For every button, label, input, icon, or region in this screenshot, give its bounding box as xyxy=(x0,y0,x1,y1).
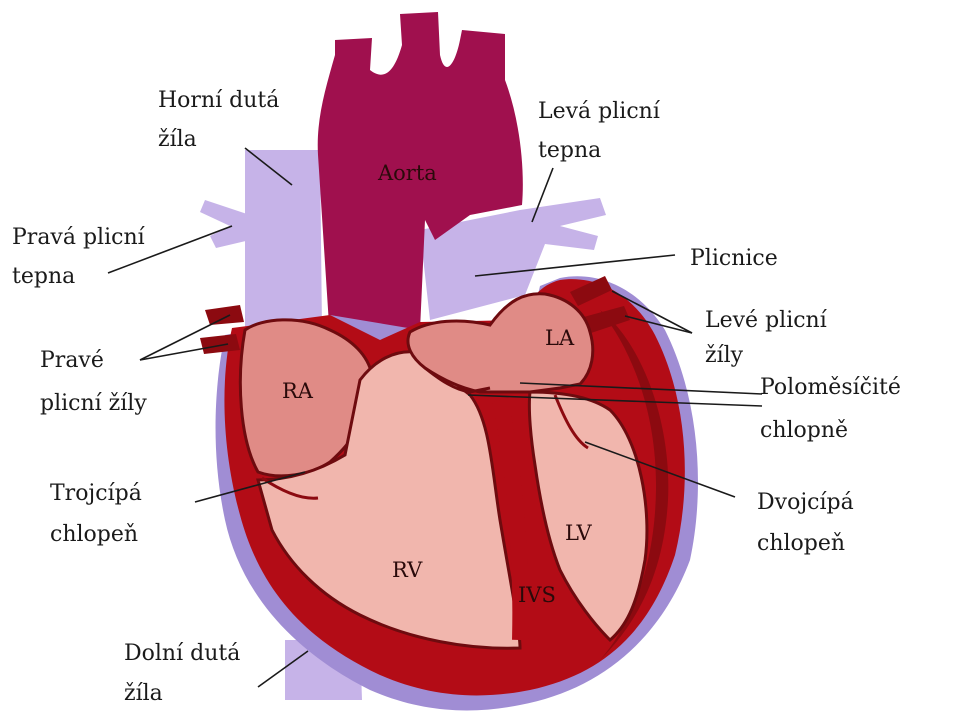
lv-label: LV xyxy=(565,521,592,545)
label-leve-plicni-zily-1: Levé plicní xyxy=(705,308,828,333)
label-dvojcipa-2: chlopeň xyxy=(757,531,845,556)
label-prava-plicni-tepna-1: Pravá plicní xyxy=(12,225,146,250)
ivs-label: IVS xyxy=(518,583,556,607)
right-pulmonary-vein-upper xyxy=(205,305,244,325)
aorta-label: Aorta xyxy=(377,161,437,185)
label-prava-plicni-tepna-2: tepna xyxy=(12,264,75,289)
ra-label: RA xyxy=(282,379,314,403)
label-prave-plicni-zily-1: Pravé xyxy=(40,348,104,373)
label-horni-duta-2: žíla xyxy=(158,127,197,152)
label-polomesicite-2: chlopně xyxy=(760,418,848,443)
right-pulmonary-artery-shape xyxy=(200,200,250,248)
label-trojcipa-2: chlopeň xyxy=(50,522,138,547)
label-prave-plicni-zily-2: plicní žíly xyxy=(40,391,147,416)
label-horni-duta-1: Horní dutá xyxy=(158,88,279,113)
label-leva-plicni-tepna-2: tepna xyxy=(538,138,601,163)
label-dvojcipa-1: Dvojcípá xyxy=(757,490,854,515)
label-dolni-duta-1: Dolní dutá xyxy=(124,641,240,666)
label-dolni-duta-2: žíla xyxy=(124,681,163,706)
la-label: LA xyxy=(545,326,575,350)
label-leve-plicni-zily-2: žíly xyxy=(705,343,744,368)
label-leva-plicni-tepna-1: Levá plicní xyxy=(538,99,661,124)
label-polomesicite-1: Poloměsíčité xyxy=(760,375,901,400)
label-plicnice: Plicnice xyxy=(690,246,778,271)
label-trojcipa-1: Trojcípá xyxy=(50,481,142,506)
rv-label: RV xyxy=(392,558,423,582)
